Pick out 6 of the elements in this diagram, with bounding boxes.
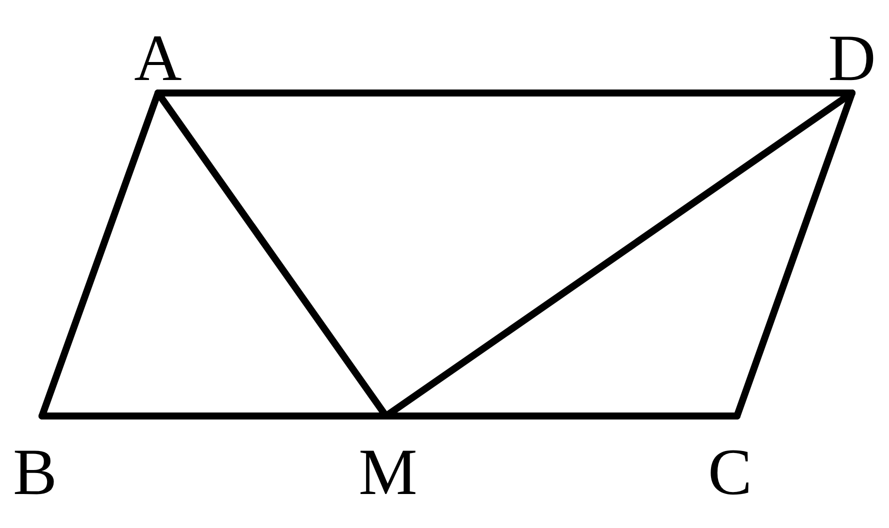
- vertex-label: A: [123, 26, 193, 95]
- vertex-label: B: [0, 414, 70, 506]
- vertex-label: C: [695, 414, 765, 506]
- vertex-label: D: [817, 26, 887, 95]
- line-segment: [734, 90, 856, 420]
- vertex-label: M: [353, 414, 423, 506]
